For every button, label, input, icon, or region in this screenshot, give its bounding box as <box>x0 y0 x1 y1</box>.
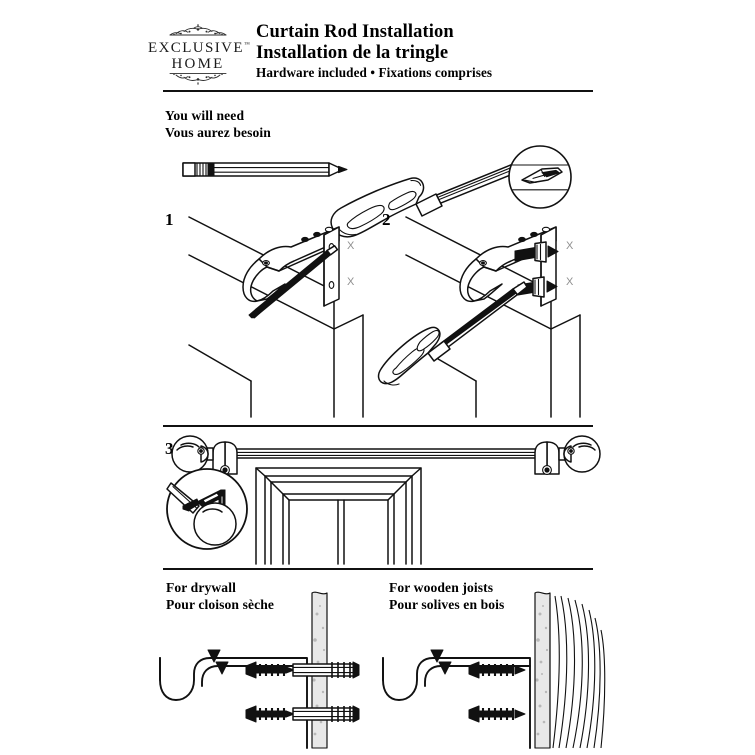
mark-x-lower: X <box>566 276 574 288</box>
joists-illustration <box>382 591 606 749</box>
drywall-fastener-upper <box>245 661 360 679</box>
mark-x-upper: X <box>566 240 574 252</box>
mark-x-lower: X <box>347 276 355 288</box>
tools-label-fr: Vous aurez besoin <box>165 124 271 140</box>
joists-label-fr: Pour solives en bois <box>389 596 505 612</box>
logo-flourish-bottom-icon <box>148 72 248 85</box>
joist-fastener-upper <box>468 661 526 679</box>
tools-label-en: You will need <box>165 108 245 123</box>
drywall-label-en: For drywall <box>166 580 236 595</box>
brand-name-line2: HOME <box>171 56 225 72</box>
title-french: Installation de la tringle <box>256 43 449 63</box>
step-3-number: 3 <box>165 439 174 458</box>
title-english: Curtain Rod Installation <box>256 22 454 42</box>
divider-after-header <box>163 90 593 92</box>
pencil-marking-icon <box>248 245 339 319</box>
mark-x-upper: X <box>347 240 355 252</box>
trademark-symbol: ™ <box>243 42 250 48</box>
joists-label-en: For wooden joists <box>389 580 494 595</box>
drywall-label-fr: Pour cloison sèche <box>166 596 275 612</box>
sheet-header: EXCLUSIVE™ HOME <box>148 22 608 85</box>
step-2-illustration: X X <box>377 216 581 418</box>
window-frame <box>255 467 422 565</box>
brand-logo: EXCLUSIVE™ HOME <box>148 24 250 85</box>
divider-before-wall-types <box>163 568 593 570</box>
screwdriver-tip-detail-icon <box>508 145 572 209</box>
step-3-illustration <box>166 435 601 565</box>
screwdriver-icon <box>377 281 528 386</box>
joists-label: For wooden joists Pour solives en bois <box>389 580 504 613</box>
drywall-slab <box>534 591 551 749</box>
step-2-number: 2 <box>382 210 391 229</box>
wall-corner <box>188 216 364 418</box>
bracket-collar-right <box>534 441 560 475</box>
bracket-profile <box>382 649 531 749</box>
pencil-icon <box>182 162 348 177</box>
drywall-label: For drywall Pour cloison sèche <box>166 580 274 613</box>
brand-name-line1: EXCLUSIVE™ <box>148 40 250 56</box>
drywall-fastener-lower <box>245 705 360 723</box>
finial-left-icon <box>171 435 214 473</box>
logo-flourish-top-icon <box>148 24 248 37</box>
title-block: Curtain Rod Installation Installation de… <box>256 22 608 82</box>
divider-after-steps-1-2 <box>163 425 593 427</box>
bracket-profile <box>159 649 308 749</box>
drywall-illustration <box>159 591 360 749</box>
finial-detail-circle <box>166 468 248 550</box>
joist-fastener-lower <box>468 705 526 723</box>
wall-corner <box>405 216 581 418</box>
tools-illustration <box>182 145 572 238</box>
step-1-number: 1 <box>165 210 174 229</box>
finial-right-icon <box>558 435 601 473</box>
curtain-rod <box>210 448 562 459</box>
screw-upper-icon <box>514 241 559 263</box>
tools-label: You will need Vous aurez besoin <box>165 108 271 141</box>
wood-joist <box>549 595 606 749</box>
curtain-rod-bracket <box>242 226 340 307</box>
title-subtitle: Hardware included • Fixations comprises <box>256 65 493 80</box>
step-1-illustration: X X <box>188 216 364 418</box>
